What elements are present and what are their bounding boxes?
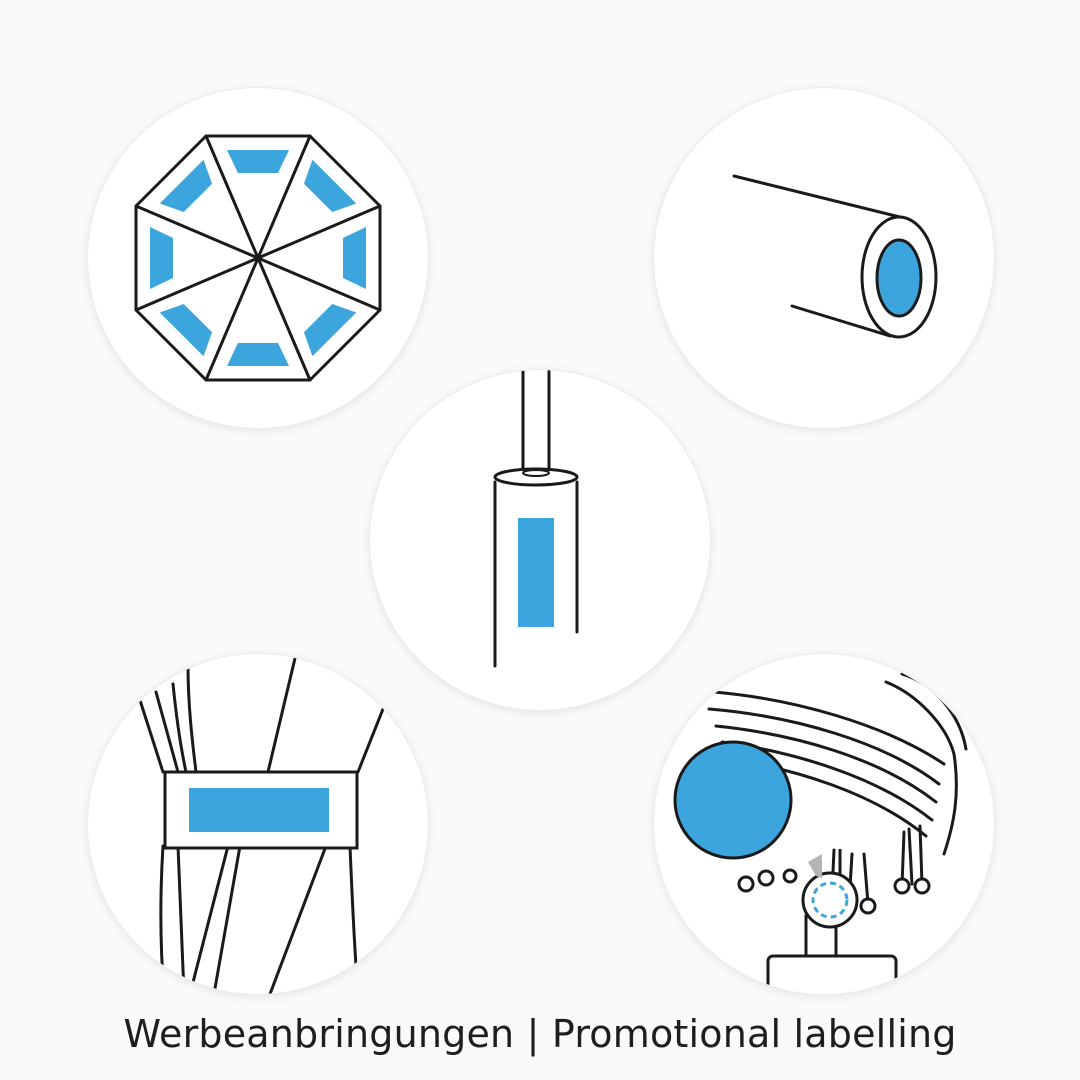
canopy-print-top-right xyxy=(303,159,357,213)
shaft-circle xyxy=(370,370,710,710)
closing-button xyxy=(801,871,859,929)
handle-end-circle xyxy=(654,88,994,428)
canopy-panels-circle xyxy=(88,88,428,428)
closing-button-label-icon xyxy=(673,672,968,994)
strap-print xyxy=(189,788,329,832)
canopy-print-left xyxy=(150,227,173,289)
closing-strap-label-icon xyxy=(136,654,385,994)
arrow-icon xyxy=(808,854,822,878)
canopy-print-bottom xyxy=(227,343,289,366)
closing-button-print xyxy=(673,740,793,860)
handle-end-cap-icon xyxy=(732,174,938,339)
canopy-print-right xyxy=(343,227,366,289)
closing-button-circle xyxy=(654,654,994,994)
canopy-print-bottom-right xyxy=(303,303,357,357)
canopy-print-top-left xyxy=(159,159,213,213)
closing-strap-circle xyxy=(88,654,428,994)
end-cap-print xyxy=(875,238,923,318)
canopy-print-top xyxy=(227,150,289,173)
umbrella-canopy-top-view-icon xyxy=(134,134,382,382)
caption: Werbeanbringungen | Promotional labellin… xyxy=(123,1012,957,1056)
shaft-label-icon xyxy=(493,370,579,668)
shaft-print xyxy=(518,518,554,627)
canopy-print-bottom-left xyxy=(159,303,213,357)
closing-button-target-outline xyxy=(811,881,849,919)
